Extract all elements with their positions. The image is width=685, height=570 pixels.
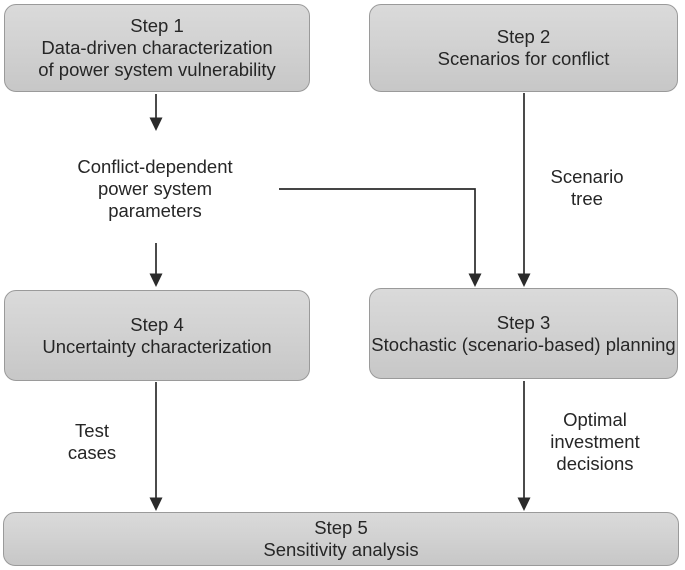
test-cases-label: Test cases [32, 420, 152, 464]
test-cases-line2: cases [67, 442, 117, 463]
conflict-parameters-line1: Conflict-dependent [77, 156, 233, 177]
conflict-parameters-line3: parameters [108, 200, 202, 221]
step3-description-line1: Stochastic (scenario-based) planning [371, 333, 676, 355]
arrow-step3-to-step5 [517, 381, 531, 511]
step5-description-line1: Sensitivity analysis [263, 539, 419, 560]
step4-box: Step 4 Uncertainty characterization [4, 290, 310, 381]
step3-box: Step 3 Stochastic (scenario-based) plann… [369, 288, 678, 379]
arrow-parameters-to-step3 [279, 188, 482, 287]
arrow-step1-to-parameters [149, 94, 163, 131]
step5-title: Step 5 [314, 517, 368, 538]
step4-description-line1: Uncertainty characterization [42, 335, 272, 357]
scenario-tree-line1: Scenario [550, 166, 624, 187]
step1-title: Step 1 [130, 15, 184, 36]
scenario-tree-label: Scenario tree [527, 166, 647, 210]
step5-box: Step 5 Sensitivity analysis [3, 512, 679, 566]
test-cases-line1: Test [75, 420, 109, 441]
optimal-decisions-label: Optimal investment decisions [525, 409, 665, 475]
step3-title: Step 3 [496, 311, 551, 333]
arrow-parameters-to-step4 [149, 243, 163, 287]
step1-box: Step 1 Data-driven characterization of p… [4, 4, 310, 92]
optimal-decisions-line3: decisions [556, 453, 634, 474]
optimal-decisions-line1: Optimal [563, 409, 627, 430]
scenario-tree-line2: tree [571, 188, 603, 209]
arrow-step4-to-step5 [149, 382, 163, 511]
arrow-step2-to-step3 [517, 93, 531, 287]
step1-description-line1: Data-driven characterization [41, 37, 273, 58]
step2-box: Step 2 Scenarios for conflict [369, 4, 678, 92]
conflict-parameters-line2: power system [97, 178, 213, 199]
step2-title: Step 2 [496, 26, 551, 47]
step1-description-line2: of power system vulnerability [38, 59, 276, 80]
step4-title: Step 4 [130, 313, 184, 335]
step2-description-line1: Scenarios for conflict [437, 48, 610, 69]
optimal-decisions-line2: investment [550, 431, 640, 452]
conflict-parameters-label: Conflict-dependent power system paramete… [45, 156, 265, 222]
